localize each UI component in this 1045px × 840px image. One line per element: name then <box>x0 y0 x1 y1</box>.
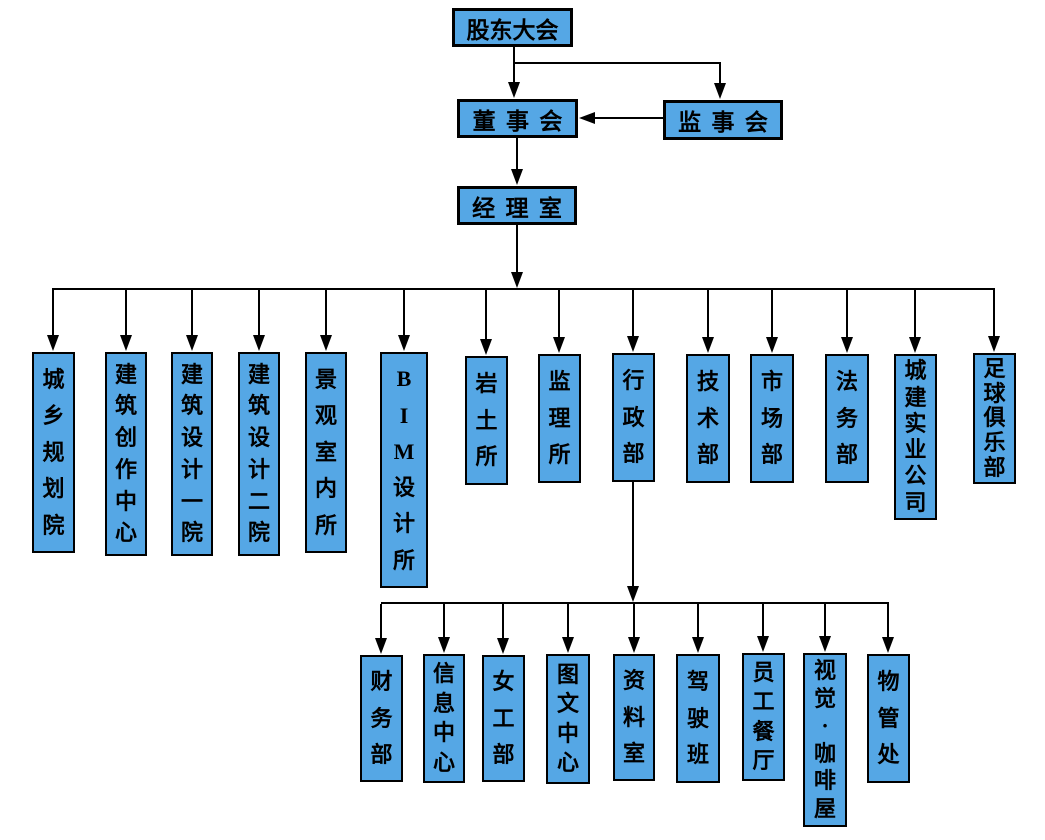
connector-arrow <box>692 637 704 653</box>
subdept-box-drivers-team: 驾驶班 <box>676 654 720 783</box>
connector-arrow <box>553 337 565 353</box>
connector-arrow <box>511 169 523 185</box>
subdept-box-staff-canteen: 员工餐厅 <box>742 653 785 781</box>
connector-arrow <box>628 637 640 653</box>
connector-rail <box>381 602 889 604</box>
connector-line <box>558 290 560 337</box>
connector-arrow <box>882 637 894 653</box>
connector-arrow <box>480 339 492 355</box>
connector-line <box>52 290 54 335</box>
subdept-box-information-center: 信息中心 <box>423 654 465 783</box>
connector-line <box>516 225 518 273</box>
node-shareholders-meeting: 股东大会 <box>452 8 573 47</box>
connector-arrow <box>508 82 520 98</box>
dept-box-admin-dept: 行政部 <box>612 353 655 482</box>
connector-line <box>513 47 515 63</box>
connector-line <box>824 604 826 636</box>
connector-arrow <box>766 337 778 353</box>
connector-line <box>719 62 721 83</box>
connector-arrow <box>497 638 509 654</box>
connector-arrow <box>909 337 921 353</box>
connector-line <box>914 290 916 337</box>
connector-arrow <box>757 636 769 652</box>
dept-box-architectural-design-institute-2: 建筑设计二院 <box>238 352 280 556</box>
connector-arrow <box>47 335 59 351</box>
connector-line <box>443 604 445 637</box>
dept-box-supervision-studio: 监理所 <box>538 354 581 483</box>
connector-arrow <box>714 83 726 99</box>
dept-box-landscape-interior-studio: 景观室内所 <box>305 352 347 553</box>
dept-box-legal-dept: 法务部 <box>825 354 869 483</box>
connector-line <box>380 604 382 638</box>
dept-box-football-club: 足球俱乐部 <box>973 353 1016 484</box>
subdept-box-women-workers-dept: 女工部 <box>482 655 525 782</box>
connector-arrow <box>627 336 639 352</box>
connector-line <box>993 290 995 336</box>
connector-line <box>887 604 889 637</box>
connector-arrow <box>841 337 853 353</box>
connector-line <box>846 290 848 337</box>
connector-line <box>513 62 515 83</box>
connector-arrow <box>398 335 410 351</box>
connector-rail <box>52 288 995 290</box>
connector-arrow <box>579 112 595 124</box>
dept-box-technology-dept: 技术部 <box>686 354 730 483</box>
connector-line <box>502 604 504 638</box>
connector-line <box>567 604 569 637</box>
connector-arrow <box>120 335 132 351</box>
connector-line <box>325 290 327 335</box>
connector-arrow <box>253 335 265 351</box>
connector-line <box>403 290 405 335</box>
connector-arrow <box>511 272 523 288</box>
connector-line <box>513 62 721 64</box>
dept-box-market-dept: 市场部 <box>750 354 794 483</box>
connector-line <box>191 290 193 335</box>
connector-line <box>707 290 709 337</box>
connector-arrow <box>562 637 574 653</box>
connector-arrow <box>438 637 450 653</box>
connector-line <box>258 290 260 335</box>
connector-line <box>771 290 773 337</box>
connector-arrow <box>375 638 387 654</box>
dept-box-architectural-design-institute-1: 建筑设计一院 <box>171 352 213 556</box>
node-supervisory-board: 监事会 <box>663 100 783 140</box>
dept-box-geotechnical-studio: 岩土所 <box>465 356 508 485</box>
connector-arrow <box>702 337 714 353</box>
dept-box-architecture-creation-center: 建筑创作中心 <box>105 352 147 556</box>
connector-line <box>762 604 764 636</box>
connector-line <box>485 290 487 339</box>
node-managers-office: 经理室 <box>457 186 577 225</box>
connector-arrow <box>988 336 1000 352</box>
connector-line <box>632 482 634 586</box>
subdept-box-archives-room: 资料室 <box>613 654 655 781</box>
dept-box-urban-planning-institute: 城乡规划院 <box>32 352 75 553</box>
subdept-box-graphics-center: 图文中心 <box>546 654 590 784</box>
subdept-box-vision-coffee-house: 视觉·咖啡屋 <box>803 653 847 827</box>
dept-box-chengjian-industrial-company: 城建实业公司 <box>894 354 937 520</box>
node-board-of-directors: 董事会 <box>457 99 578 138</box>
connector-arrow <box>819 636 831 652</box>
connector-line <box>516 138 518 170</box>
subdept-box-finance-dept: 财务部 <box>360 655 403 782</box>
connector-line <box>595 117 663 119</box>
connector-line <box>633 604 635 637</box>
connector-line <box>632 290 634 336</box>
connector-arrow <box>320 335 332 351</box>
connector-line <box>125 290 127 335</box>
connector-arrow <box>627 586 639 602</box>
connector-arrow <box>186 335 198 351</box>
subdept-box-property-management-office: 物管处 <box>867 654 910 783</box>
connector-line <box>697 604 699 637</box>
